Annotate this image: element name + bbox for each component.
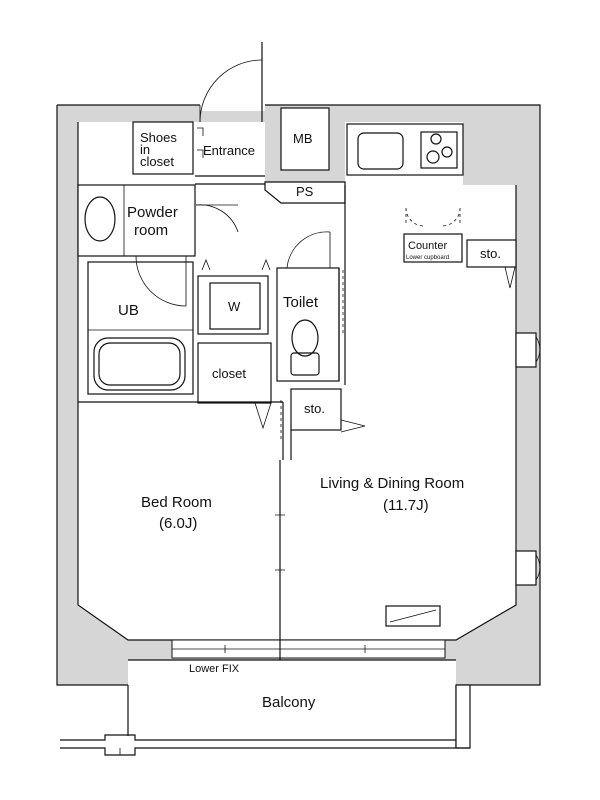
entrance-label: Entrance xyxy=(203,143,255,158)
balcony: Lower FIX Balcony xyxy=(60,659,471,756)
ub-label: UB xyxy=(118,302,139,319)
living-label: Living & Dining Room xyxy=(320,475,464,492)
living-dining-room: Living & Dining Room (11.7J) xyxy=(320,475,464,627)
toilet-label: Toilet xyxy=(283,294,319,311)
closet: closet xyxy=(197,342,272,430)
pipe-space: PS xyxy=(264,181,346,204)
sto-middle-label: sto. xyxy=(304,401,325,416)
shoes-closet-label-3: closet xyxy=(140,154,174,169)
lower-fix-label: Lower FIX xyxy=(189,663,240,675)
washer-space: W xyxy=(197,258,271,335)
storage-middle: sto. xyxy=(280,388,366,440)
interior-partitions xyxy=(78,185,346,640)
meter-box: MB xyxy=(280,107,330,171)
right-window-upper[interactable] xyxy=(515,332,541,368)
counter-label: Counter xyxy=(408,240,447,252)
balcony-label: Balcony xyxy=(262,694,316,711)
counter: Counter Lower cupboard xyxy=(403,207,463,263)
balcony-windows[interactable] xyxy=(171,639,446,660)
w-label: W xyxy=(228,299,241,314)
shoes-closet: Shoes in closet xyxy=(132,121,204,175)
entrance: Entrance xyxy=(195,143,265,185)
living-size: (11.7J) xyxy=(383,497,429,514)
sto-kitchen-label: sto. xyxy=(480,246,501,261)
bed-room-size: (6.0J) xyxy=(159,515,197,532)
mb-label: MB xyxy=(293,131,313,146)
powder-room-label-2: room xyxy=(134,222,168,239)
unit-bath: UB xyxy=(87,255,194,395)
powder-room: Powder room xyxy=(77,184,239,257)
toilet-room: Toilet xyxy=(276,231,344,382)
ps-label: PS xyxy=(296,184,314,199)
bed-room: Bed Room (6.0J) xyxy=(141,494,212,532)
closet-label: closet xyxy=(212,366,246,381)
storage-kitchen: sto. xyxy=(466,239,517,289)
counter-sub-label: Lower cupboard xyxy=(406,255,449,261)
kitchen-counter xyxy=(346,123,464,176)
bed-room-label: Bed Room xyxy=(141,494,212,511)
powder-room-label-1: Powder xyxy=(127,204,178,221)
right-window-lower[interactable] xyxy=(515,550,541,586)
entry-door[interactable] xyxy=(199,42,265,123)
shoes-closet-label-1: Shoes xyxy=(140,130,177,145)
shoes-closet-label-2: in xyxy=(140,142,150,157)
